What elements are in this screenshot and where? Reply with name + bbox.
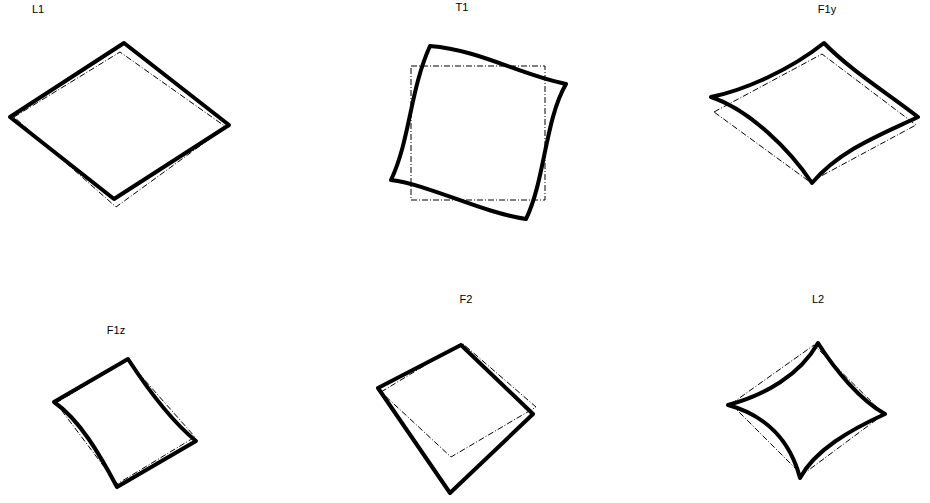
mode-label: T1 — [456, 2, 469, 13]
deformed-shape — [378, 345, 533, 493]
undeformed-outline — [731, 345, 884, 475]
mode-label: F2 — [460, 294, 473, 305]
mode-label: L2 — [812, 294, 824, 305]
undeformed-outline — [411, 66, 545, 200]
undeformed-outline — [14, 52, 226, 207]
deformed-shape — [391, 46, 566, 219]
mode-label: F1z — [107, 325, 125, 336]
undeformed-outline — [714, 54, 916, 182]
mode-label: L1 — [32, 4, 44, 15]
deformed-shape — [711, 43, 918, 183]
deformed-shape — [10, 43, 229, 199]
deformed-shape — [54, 359, 196, 487]
mode-label: F1y — [818, 4, 836, 15]
undeformed-outline — [381, 343, 536, 457]
deformed-shape — [728, 343, 885, 478]
